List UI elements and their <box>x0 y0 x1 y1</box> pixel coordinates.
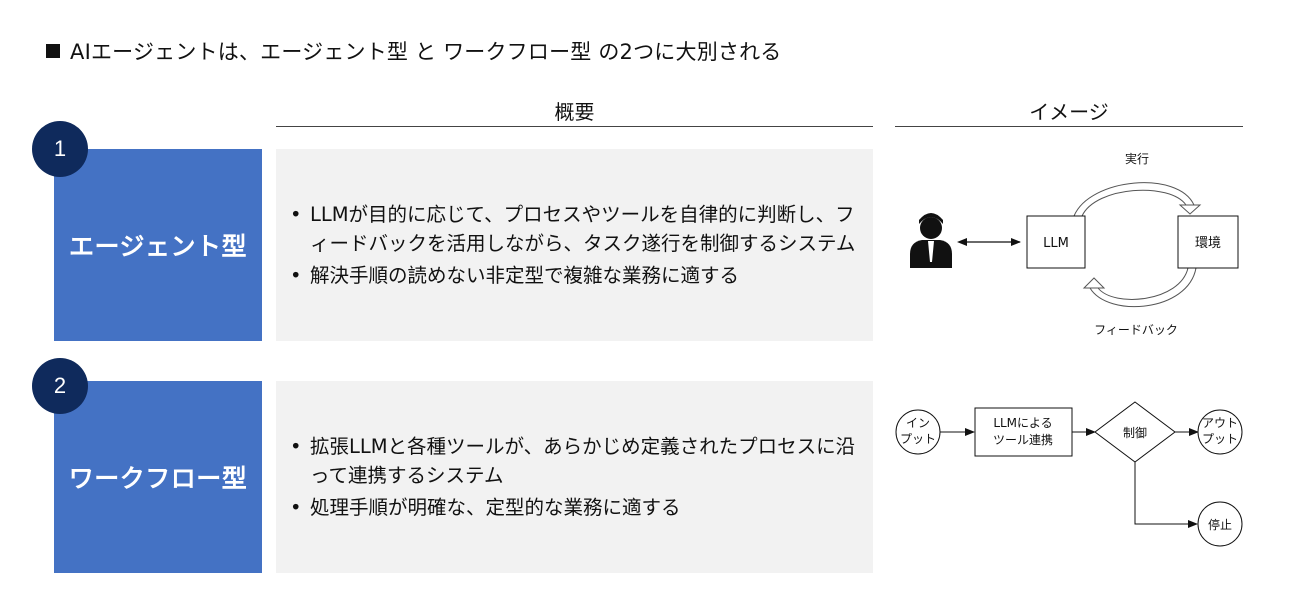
page-title-text: AIエージェントは、エージェント型 と ワークフロー型 の2つに大別される <box>70 40 782 64</box>
row-label-workflow: ワークフロー型 <box>54 381 262 573</box>
input-label-2: プット <box>900 432 936 446</box>
column-divider-overview <box>276 126 873 127</box>
agent-diagram: LLM 環境 実行 フィードバック <box>910 151 1239 337</box>
execute-label: 実行 <box>1125 151 1149 166</box>
column-header-overview: 概要 <box>554 100 595 124</box>
stop-label: 停止 <box>1208 517 1232 532</box>
row-badge-1: 1 <box>32 121 88 177</box>
square-bullet-icon <box>46 44 60 58</box>
output-node <box>1197 409 1243 455</box>
environment-label: 環境 <box>1195 236 1221 251</box>
llm-box <box>1026 215 1086 269</box>
bullet-item: 拡張LLMと各種ツールが、あらかじめ定義されたプロセスに沿って連携するシステム <box>288 432 859 490</box>
bullet-item: LLMが目的に応じて、プロセスやツールを自律的に判断し、フィードバックを活用しな… <box>288 200 859 258</box>
control-label: 制御 <box>1123 425 1147 440</box>
process-label-2: ツール連携 <box>993 432 1053 447</box>
output-label-1: アウト <box>1202 416 1238 430</box>
column-divider-image <box>895 126 1243 127</box>
process-label-1: LLMによる <box>993 416 1052 430</box>
environment-box <box>1177 215 1239 269</box>
row-badge-2: 2 <box>32 358 88 414</box>
llm-label: LLM <box>1043 236 1069 251</box>
column-header-image: イメージ <box>1029 100 1109 124</box>
page-title: AIエージェントは、エージェント型 と ワークフロー型 の2つに大別される <box>46 36 782 66</box>
feedback-arrow <box>1089 267 1197 308</box>
stop-node <box>1197 501 1243 547</box>
llm-tool-process-box <box>974 407 1073 457</box>
person-icon <box>910 213 952 268</box>
description-box-agent: LLMが目的に応じて、プロセスやツールを自律的に判断し、フィードバックを活用しな… <box>276 149 873 341</box>
output-label-2: プット <box>1202 432 1238 446</box>
bullet-item: 解決手順の読めない非定型で複雑な業務に適する <box>288 261 859 290</box>
description-box-workflow: 拡張LLMと各種ツールが、あらかじめ定義されたプロセスに沿って連携するシステム … <box>276 381 873 573</box>
feedback-label: フィードバック <box>1094 323 1178 337</box>
bullet-item: 処理手順が明確な、定型的な業務に適する <box>288 493 859 522</box>
execute-arrow <box>1073 182 1195 217</box>
input-label-1: イン <box>906 416 930 430</box>
row-label-agent: エージェント型 <box>54 149 262 341</box>
workflow-diagram: イン プット LLMによる ツール連携 制御 アウト プット 停止 <box>895 401 1243 547</box>
